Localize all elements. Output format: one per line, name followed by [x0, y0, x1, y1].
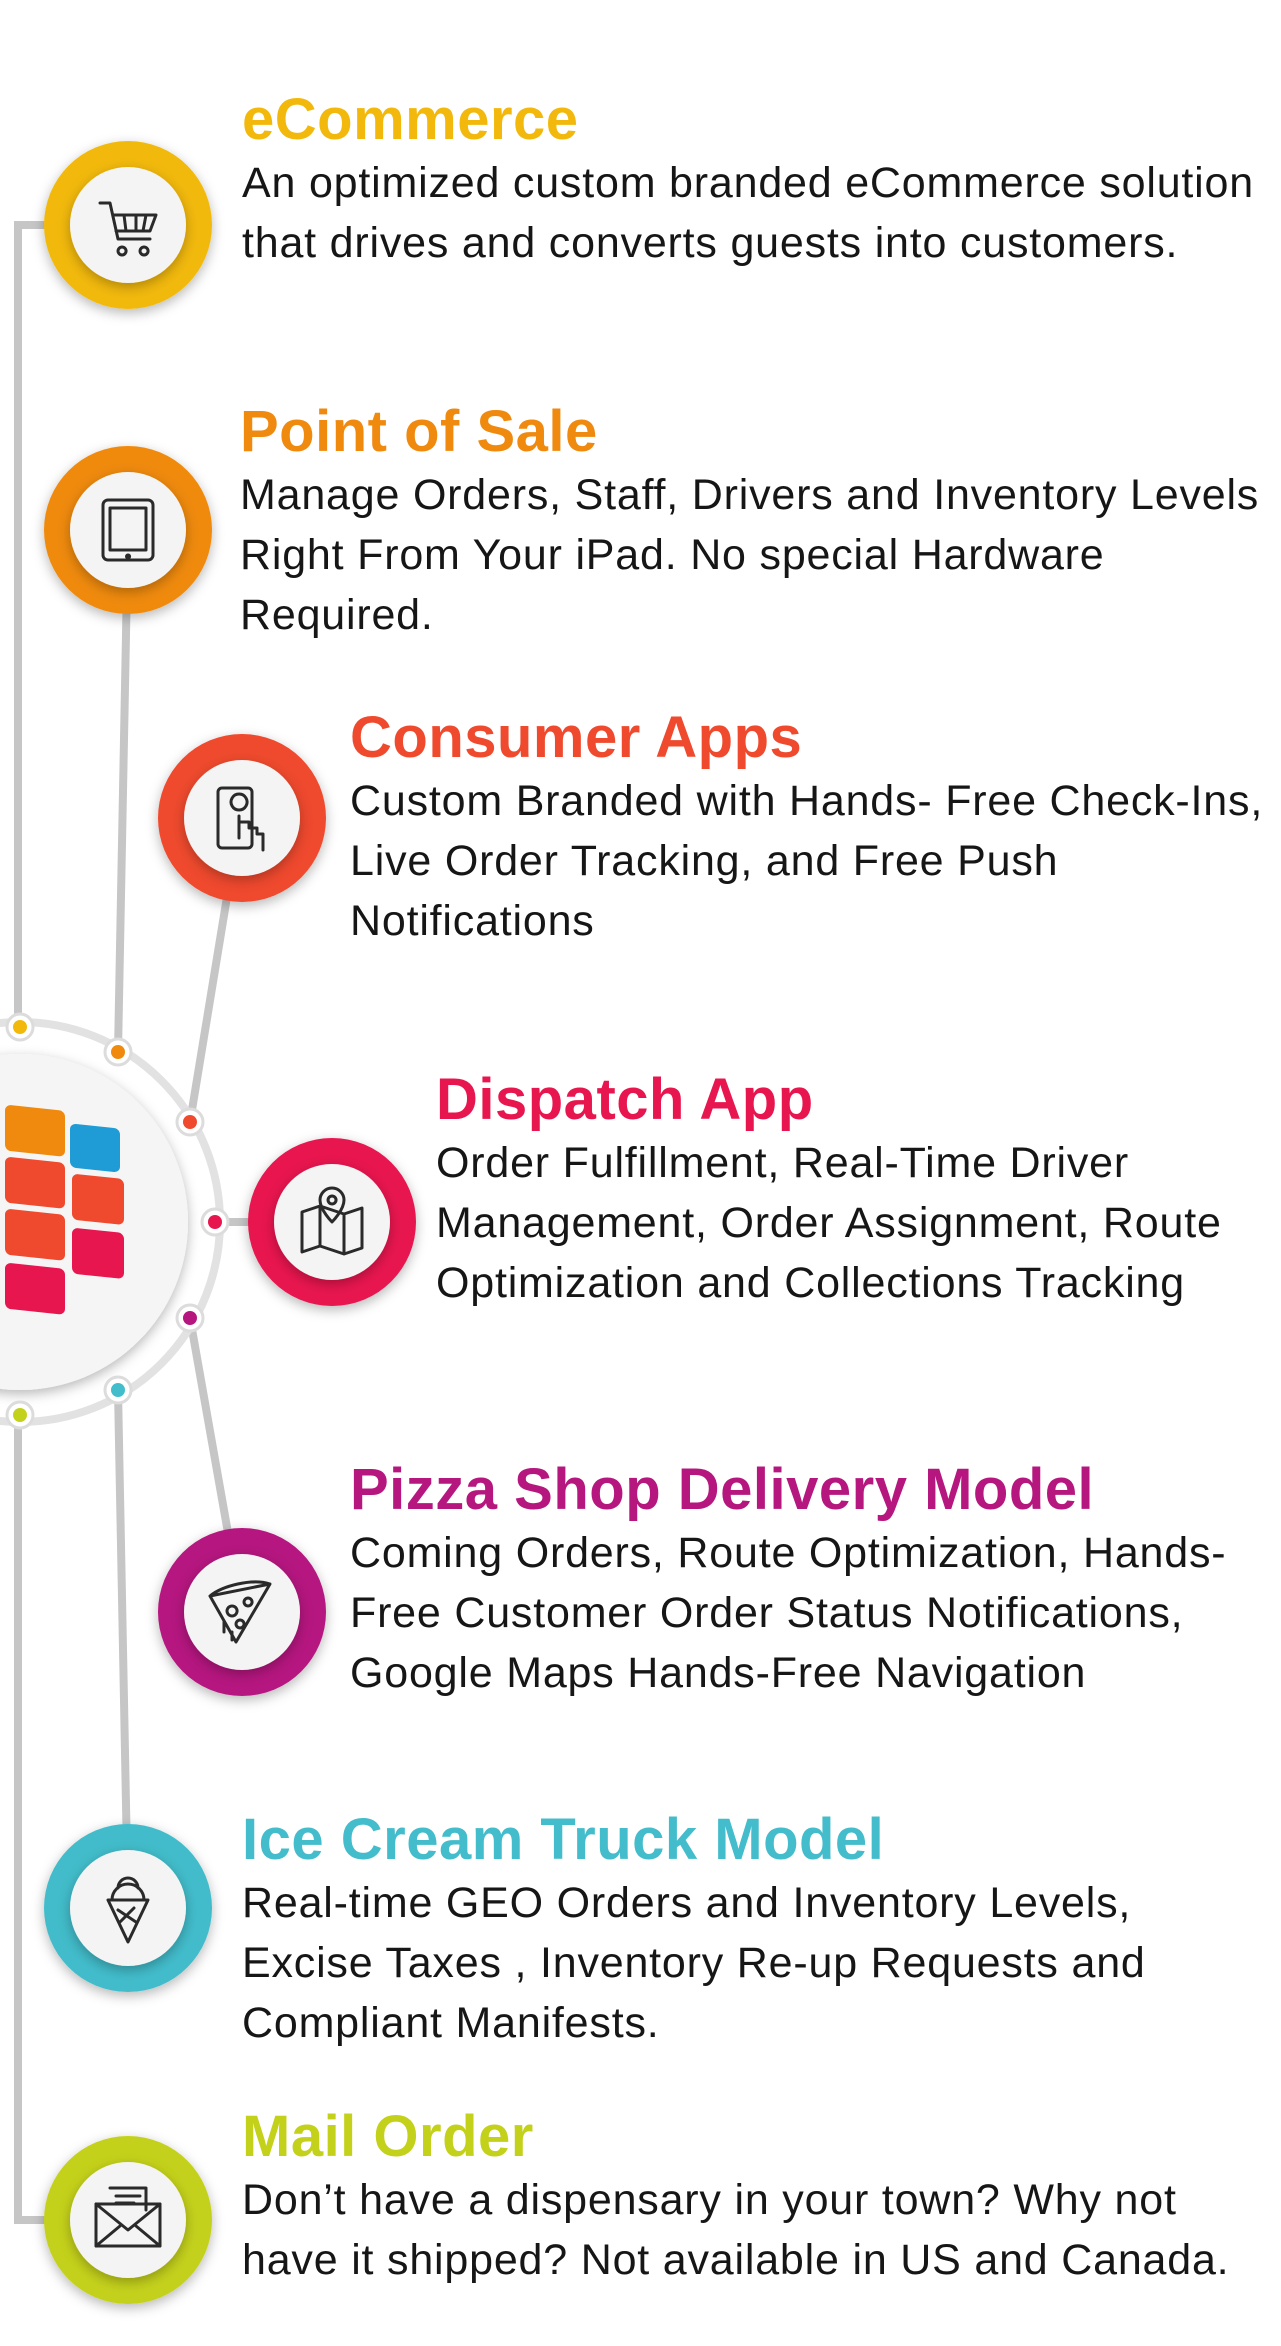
ice-cream-icon [106, 1876, 150, 1944]
logo-tile [70, 1123, 120, 1173]
connector-dot-center [13, 1020, 27, 1034]
connector-dot-center [208, 1215, 222, 1229]
feature-badge [44, 2136, 212, 2304]
badge-disc [70, 2162, 186, 2278]
connector-line [114, 1386, 132, 1912]
connector-line [14, 221, 132, 1031]
feature-badge [158, 734, 326, 902]
feature-description: Real-time GEO Orders and Inventory Level… [242, 1878, 1146, 2047]
feature-description: Order Fulfillment, Real-Time Driver Mana… [436, 1138, 1222, 1307]
logo-tile [72, 1228, 124, 1279]
connector-dot-center [111, 1383, 125, 1397]
badge-disc [70, 1850, 186, 1966]
brand-logo-icon [5, 1105, 124, 1315]
feature-badge [44, 1824, 212, 1992]
logo-tile [5, 1157, 65, 1209]
feature-badge [158, 1528, 326, 1696]
tablet-icon [101, 498, 155, 562]
feature-description: Custom Branded with Hands- Free Check-In… [350, 776, 1264, 945]
feature-badge [44, 446, 212, 614]
smartphone-touch-icon [216, 786, 265, 852]
connector-line [14, 1411, 132, 2224]
feature-title: Point of Sale [240, 399, 598, 464]
badge-disc [184, 760, 300, 876]
logo-tile [5, 1105, 65, 1157]
connector-dot-center [183, 1115, 197, 1129]
logo-tile [5, 1263, 65, 1315]
feature-title: Consumer Apps [350, 705, 803, 770]
feature-badge [248, 1138, 416, 1306]
feature-description: Coming Orders, Route Optimization, Hands… [350, 1528, 1227, 1697]
feature-title: Pizza Shop Delivery Model [350, 1457, 1095, 1522]
pizza-slice-icon [208, 1580, 272, 1644]
badge-disc [70, 167, 186, 283]
badge-disc [70, 472, 186, 588]
feature-description: Don’t have a dispensary in your town? Wh… [242, 2175, 1230, 2284]
feature-description: Manage Orders, Staff, Drivers and Invent… [240, 470, 1260, 639]
feature-badge [44, 141, 212, 309]
feature-title: Dispatch App [436, 1067, 814, 1132]
badge-disc [184, 1554, 300, 1670]
logo-tile [72, 1174, 124, 1225]
logo-tile [5, 1209, 65, 1261]
connector-line [114, 526, 132, 1056]
envelope-icon [94, 2186, 162, 2248]
feature-title: Ice Cream Truck Model [242, 1807, 885, 1872]
feature-title: Mail Order [242, 2104, 534, 2169]
connector-dot-center [183, 1311, 197, 1325]
connector-dot-center [111, 1045, 125, 1059]
feature-description: An optimized custom branded eCommerce so… [242, 158, 1254, 267]
connector-dot-center [13, 1408, 27, 1422]
map-pin-icon [300, 1186, 364, 1256]
feature-title: eCommerce [242, 87, 579, 152]
shopping-cart-icon [98, 201, 158, 257]
